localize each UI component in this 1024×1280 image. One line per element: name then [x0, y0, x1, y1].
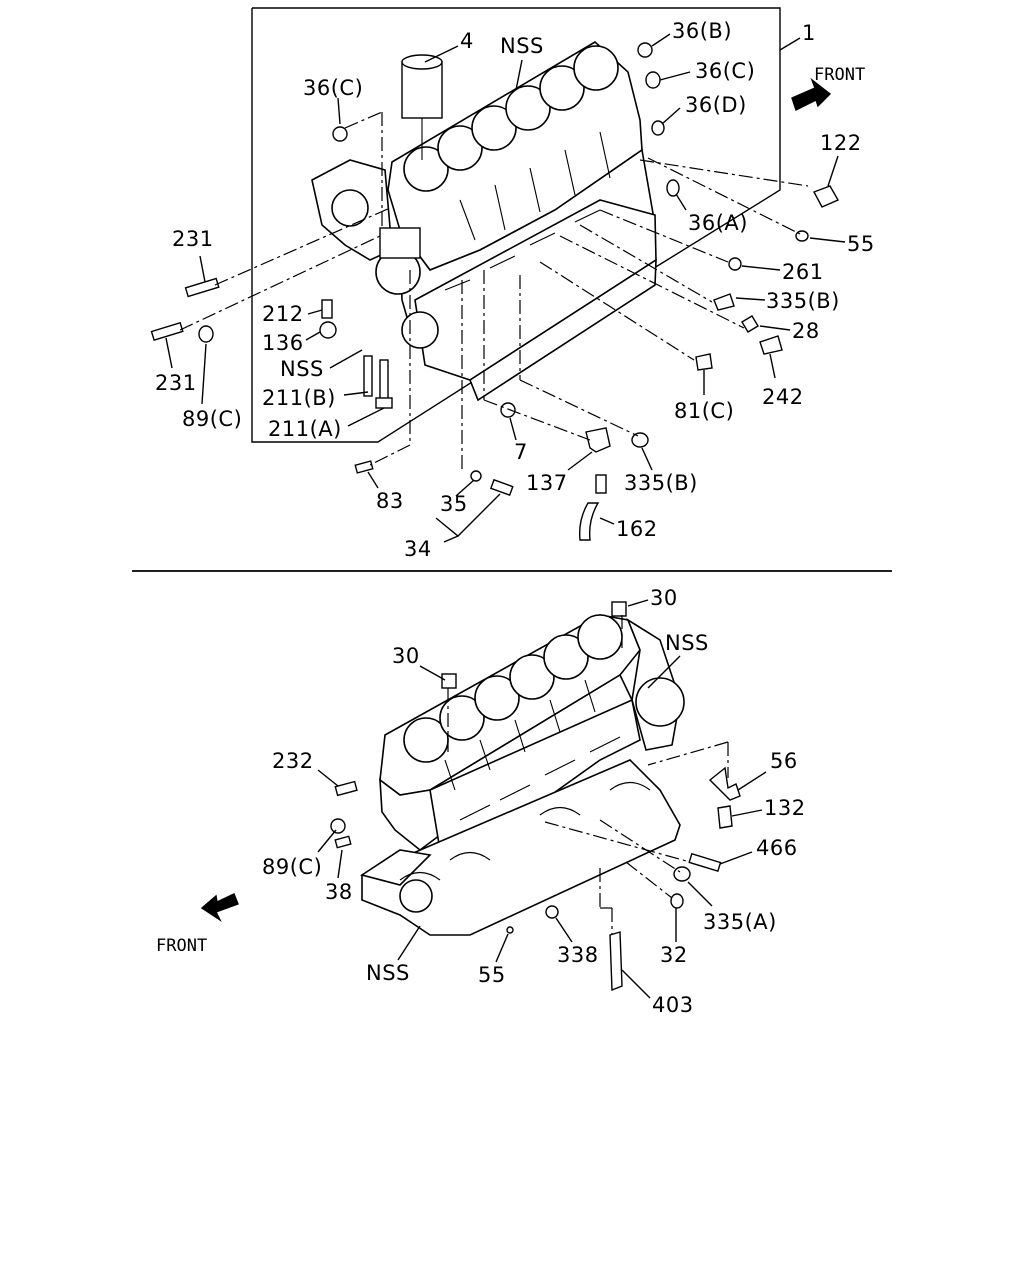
- label-55-lower: 55: [478, 963, 506, 987]
- label-38: 38: [325, 880, 353, 904]
- front-label-upper: FRONT: [814, 65, 865, 85]
- lower-dash-lines: [447, 615, 729, 934]
- label-4: 4: [460, 29, 474, 53]
- cylinder-block-upper: [311, 41, 657, 402]
- label-7: 7: [514, 440, 528, 464]
- label-36b: 36(B): [672, 19, 732, 43]
- upper-dash-lines: [179, 111, 809, 470]
- label-55-upper: 55: [847, 232, 875, 256]
- lower-labels: 30 NSS 30 232 56 132 89(C) 466 38 335(A)…: [156, 586, 806, 1017]
- label-212: 212: [262, 302, 304, 326]
- label-335b-a: 335(B): [766, 289, 840, 313]
- label-56: 56: [770, 749, 798, 773]
- label-338: 338: [557, 943, 599, 967]
- label-nss-right: NSS: [665, 631, 709, 655]
- label-36d: 36(D): [685, 93, 747, 117]
- label-nss-top: NSS: [500, 34, 544, 58]
- label-335b-b: 335(B): [624, 471, 698, 495]
- label-81c: 81(C): [674, 399, 734, 423]
- label-30-b: 30: [392, 644, 420, 668]
- label-122: 122: [820, 131, 862, 155]
- label-335a: 335(A): [703, 910, 777, 934]
- label-132: 132: [764, 796, 806, 820]
- cylinder-liner: [401, 54, 443, 160]
- label-136: 136: [262, 331, 304, 355]
- label-403: 403: [652, 993, 694, 1017]
- label-83: 83: [376, 489, 404, 513]
- label-35: 35: [440, 492, 468, 516]
- label-nss-mid: NSS: [280, 357, 324, 381]
- label-1: 1: [802, 21, 816, 45]
- small-parts-upper: [150, 42, 839, 541]
- label-32: 32: [660, 943, 688, 967]
- arrow-left-icon: [200, 893, 239, 923]
- lower-illustration: [200, 601, 741, 992]
- label-89c-upper: 89(C): [182, 407, 242, 431]
- label-211b: 211(B): [262, 386, 336, 410]
- label-466: 466: [756, 836, 798, 860]
- label-261: 261: [782, 260, 824, 284]
- label-nss-bottom: NSS: [366, 961, 410, 985]
- label-162: 162: [616, 517, 658, 541]
- label-137: 137: [526, 471, 568, 495]
- label-36a: 36(A): [688, 211, 748, 235]
- upper-labels: 4 NSS 36(B) 36(C) 36(D) 1 36(C) FRONT 12…: [155, 19, 875, 561]
- label-242: 242: [762, 385, 804, 409]
- cylinder-block-lower: [360, 614, 685, 936]
- label-89c-lower: 89(C): [262, 855, 322, 879]
- label-34: 34: [404, 537, 432, 561]
- arrow-right-icon: [791, 77, 832, 111]
- label-28: 28: [792, 319, 820, 343]
- label-36c-right: 36(C): [695, 59, 755, 83]
- label-30-a: 30: [650, 586, 678, 610]
- small-parts-lower: [330, 601, 741, 992]
- label-231-b: 231: [155, 371, 197, 395]
- front-label-lower: FRONT: [156, 936, 207, 956]
- label-36c-left: 36(C): [303, 76, 363, 100]
- label-231-a: 231: [172, 227, 214, 251]
- upper-illustration: [150, 7, 839, 541]
- label-232: 232: [272, 749, 314, 773]
- label-211a: 211(A): [268, 417, 342, 441]
